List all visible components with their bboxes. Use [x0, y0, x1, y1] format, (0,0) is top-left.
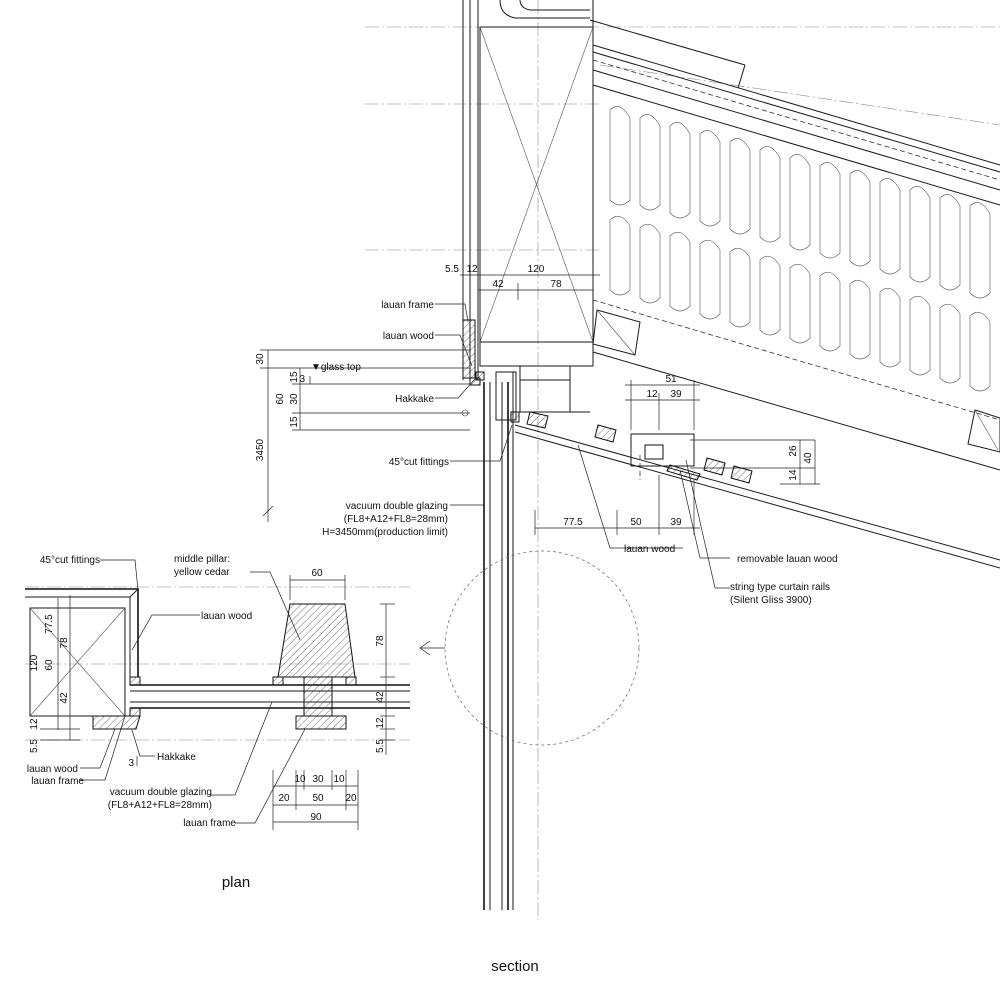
label-removable: removable lauan wood	[737, 554, 838, 565]
dim-78: 78	[550, 279, 562, 290]
dim-51: 51	[665, 374, 677, 385]
label-rails-1: string type curtain rails	[730, 582, 830, 593]
dim-39b: 39	[670, 517, 682, 528]
dim-60: 60	[275, 393, 286, 405]
dim-15b: 15	[289, 416, 300, 428]
plan-dim-p60: 60	[311, 568, 323, 579]
dim-12: 12	[466, 264, 478, 275]
dim-30: 30	[255, 353, 266, 365]
plan-label-lauan-frame: lauan frame	[31, 776, 84, 787]
plan-dim-b10a: 10	[294, 774, 306, 785]
insulation-pattern	[609, 106, 991, 392]
dim-50: 50	[630, 517, 642, 528]
plan-dim-120: 120	[29, 654, 40, 671]
label-hakkake: Hakkake	[395, 394, 434, 405]
dim-26: 26	[788, 445, 799, 457]
plan-label-lauan-frame-2: lauan frame	[183, 818, 236, 829]
dim-39: 39	[670, 389, 682, 400]
plan-label-glazing-2: (FL8+A12+FL8=28mm)	[108, 800, 212, 811]
plan-dim-b20a: 20	[278, 793, 290, 804]
dim-3450: 3450	[255, 438, 266, 461]
label-lauan-frame: lauan frame	[381, 300, 434, 311]
plan-dim-p12: 12	[375, 717, 386, 729]
plan-dim-77-5: 77.5	[44, 614, 55, 634]
plan-dim-3: 3	[128, 758, 134, 769]
plan-dim-5-5: 5.5	[29, 739, 40, 753]
dim-5-5: 5.5	[445, 264, 459, 275]
dim-40: 40	[803, 452, 814, 464]
label-rails-2: (Silent Gliss 3900)	[730, 595, 812, 606]
label-glazing-3: H=3450mm(production limit)	[322, 527, 448, 538]
dim-12b: 12	[646, 389, 658, 400]
section-title: section	[491, 958, 539, 975]
plan-label-lauan-wood-2: lauan wood	[27, 764, 78, 775]
plan-dim-b50: 50	[312, 793, 324, 804]
dim-14: 14	[788, 469, 799, 481]
plan-label-cut-fittings: 45°cut fittings	[40, 555, 100, 566]
plan-label-glazing-1: vacuum double glazing	[110, 787, 212, 798]
label-glazing-2: (FL8+A12+FL8=28mm)	[344, 514, 448, 525]
plan-dim-p78: 78	[375, 635, 386, 647]
dim-3: 3	[299, 374, 305, 385]
section-drawing: lauan frame lauan wood ▼glass top Hakkak…	[255, 0, 1000, 920]
dim-120: 120	[528, 264, 545, 275]
plan-title: plan	[222, 874, 250, 891]
label-glass-top: ▼glass top	[311, 362, 361, 373]
plan-drawing: 45°cut fittings lauan wood middle pillar…	[25, 554, 410, 830]
plan-dim-p42: 42	[375, 691, 386, 703]
label-cut-fittings: 45°cut fittings	[389, 457, 449, 468]
dim-30b: 30	[289, 393, 300, 405]
plan-dim-12: 12	[29, 718, 40, 730]
dim-77-5: 77.5	[563, 517, 583, 528]
plan-label-lauan-wood: lauan wood	[201, 611, 252, 622]
plan-label-middle-pillar-2: yellow cedar	[174, 567, 230, 578]
label-lauan-wood: lauan wood	[383, 331, 434, 342]
plan-dim-p5-5: 5.5	[375, 739, 386, 753]
plan-label-middle-pillar-1: middle pillar:	[174, 554, 230, 565]
plan-dim-b10b: 10	[333, 774, 345, 785]
plan-dim-b30: 30	[312, 774, 324, 785]
plan-dim-60: 60	[44, 659, 55, 671]
plan-dim-42: 42	[59, 692, 70, 704]
plan-dim-b90: 90	[310, 812, 322, 823]
plan-label-hakkake: Hakkake	[157, 752, 196, 763]
plan-dim-b20b: 20	[345, 793, 357, 804]
dim-15a: 15	[289, 371, 300, 383]
dim-42: 42	[492, 279, 504, 290]
label-glazing-1: vacuum double glazing	[346, 501, 448, 512]
plan-dim-78: 78	[59, 637, 70, 649]
label-lauan-wood-bottom: lauan wood	[624, 544, 675, 555]
